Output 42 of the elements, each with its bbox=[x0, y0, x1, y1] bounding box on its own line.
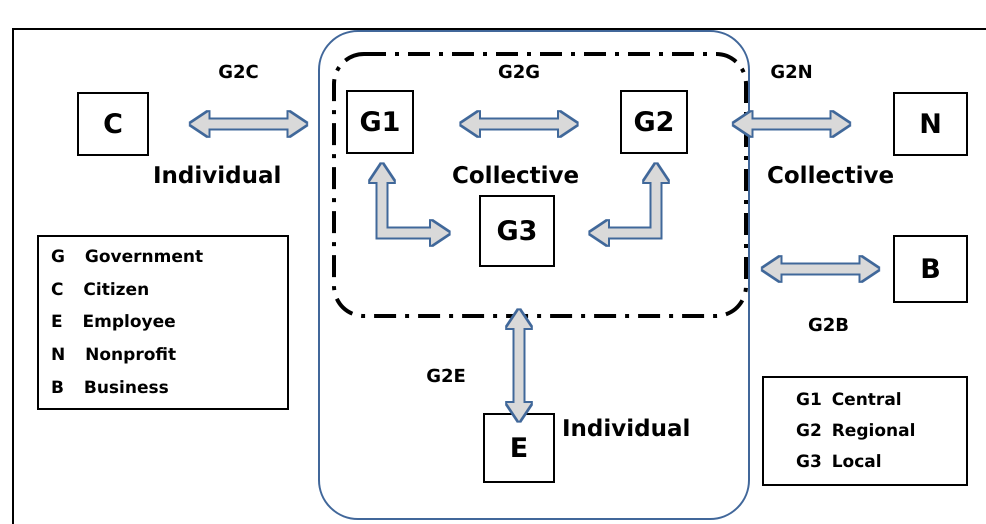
block-arrow bbox=[590, 164, 668, 245]
key-entry: G2 Regional bbox=[796, 420, 916, 441]
entity-code: N bbox=[919, 108, 942, 140]
edge-label: G2G bbox=[498, 62, 540, 83]
key-entry: N Nonprofit bbox=[51, 345, 178, 366]
key-entry: G Government bbox=[51, 247, 204, 268]
entity-box bbox=[346, 90, 414, 154]
entity-code: G2 bbox=[634, 106, 674, 138]
entity-code: E bbox=[510, 432, 528, 464]
block-arrow bbox=[507, 310, 531, 421]
edge-label: G2E bbox=[426, 366, 466, 386]
entity-code: B bbox=[920, 254, 941, 284]
key-box bbox=[762, 376, 968, 486]
entity-box bbox=[479, 195, 555, 267]
block-arrow bbox=[461, 112, 577, 136]
entity-box bbox=[77, 92, 149, 156]
rounded-frame bbox=[318, 30, 750, 520]
key-entry: C Citizen bbox=[51, 280, 150, 300]
key-entry: G1 Central bbox=[796, 390, 903, 410]
entity-box bbox=[893, 92, 968, 156]
key-entry: E Employee bbox=[51, 312, 177, 332]
entity-box bbox=[620, 90, 688, 154]
edge-label: G2N bbox=[770, 62, 813, 83]
edge-label: G2B bbox=[808, 315, 850, 336]
relation-type-label: Individual bbox=[153, 163, 282, 189]
block-arrow bbox=[762, 257, 878, 281]
key-entry: G3 Local bbox=[796, 452, 883, 472]
entity-code: C bbox=[103, 108, 123, 140]
relation-type-label: Collective bbox=[452, 163, 580, 189]
relation-type-label: Individual bbox=[562, 416, 690, 442]
dash-dot-frame bbox=[332, 52, 748, 318]
block-arrow bbox=[734, 112, 850, 136]
entity-code: G3 bbox=[496, 216, 538, 246]
entity-box bbox=[893, 235, 968, 303]
block-arrow bbox=[190, 112, 306, 136]
relation-type-label: Collective bbox=[767, 163, 894, 189]
block-arrow bbox=[370, 164, 449, 245]
entity-code: G1 bbox=[360, 106, 400, 138]
key-box bbox=[37, 235, 289, 410]
key-entry: B Business bbox=[51, 378, 170, 398]
edge-label: G2C bbox=[218, 62, 259, 83]
entity-box bbox=[483, 413, 555, 483]
